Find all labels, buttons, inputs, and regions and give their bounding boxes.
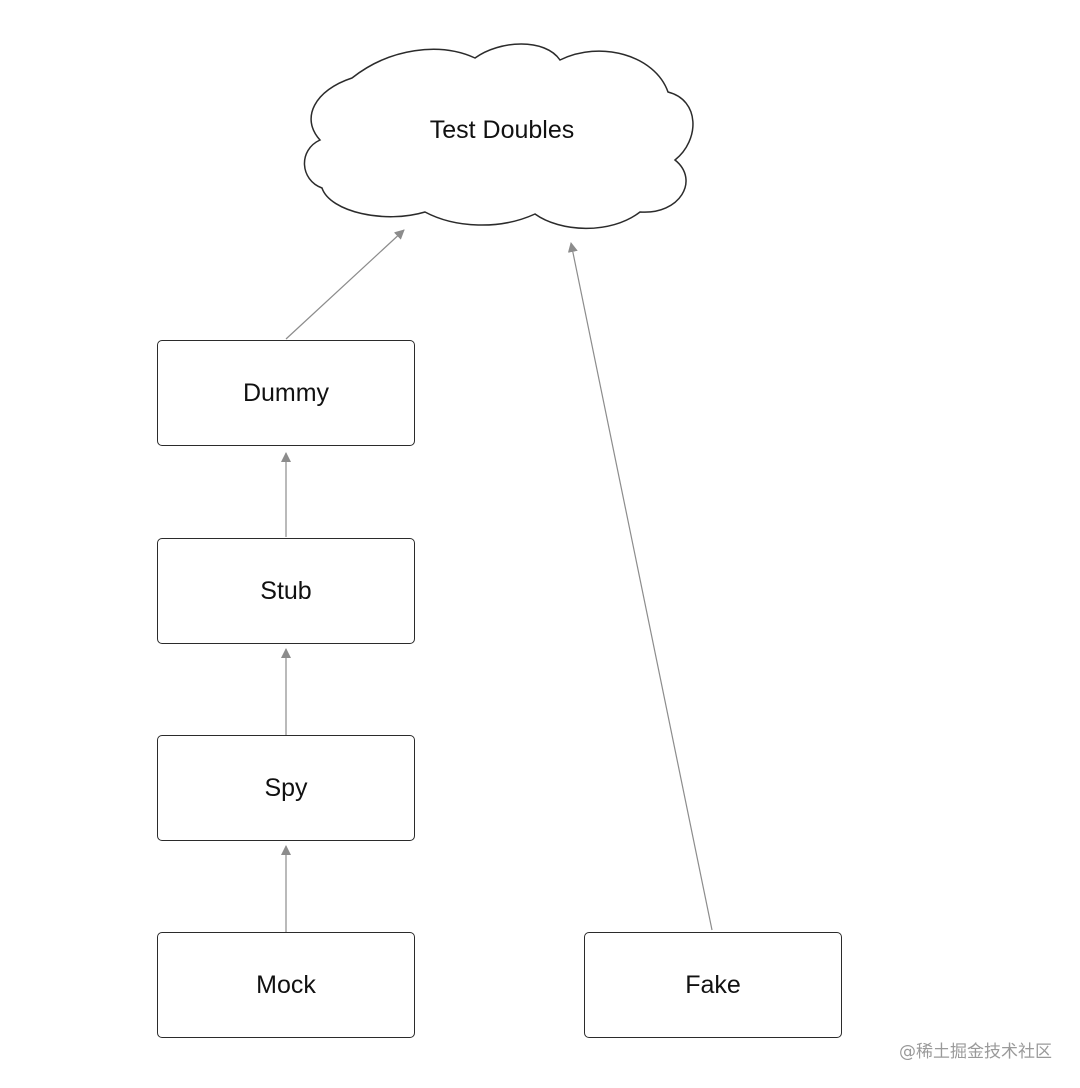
edge-dummy-to-cloud	[285, 229, 405, 340]
node-mock-label: Mock	[256, 970, 316, 999]
node-dummy-label: Dummy	[242, 378, 330, 407]
cloud-label: Test Doubles	[429, 116, 575, 144]
node-fake-label: Fake	[685, 970, 741, 999]
node-dummy: Dummy	[157, 340, 415, 446]
edge-fake-to-cloud	[567, 242, 713, 931]
node-fake: Fake	[584, 932, 842, 1038]
node-stub-label: Stub	[260, 576, 312, 605]
node-spy: Spy	[157, 735, 415, 841]
watermark: @稀土掘金技术社区	[899, 1042, 1052, 1062]
test-doubles-cloud	[303, 43, 694, 230]
node-spy-label: Spy	[264, 773, 308, 802]
node-mock: Mock	[157, 932, 415, 1038]
node-stub: Stub	[157, 538, 415, 644]
